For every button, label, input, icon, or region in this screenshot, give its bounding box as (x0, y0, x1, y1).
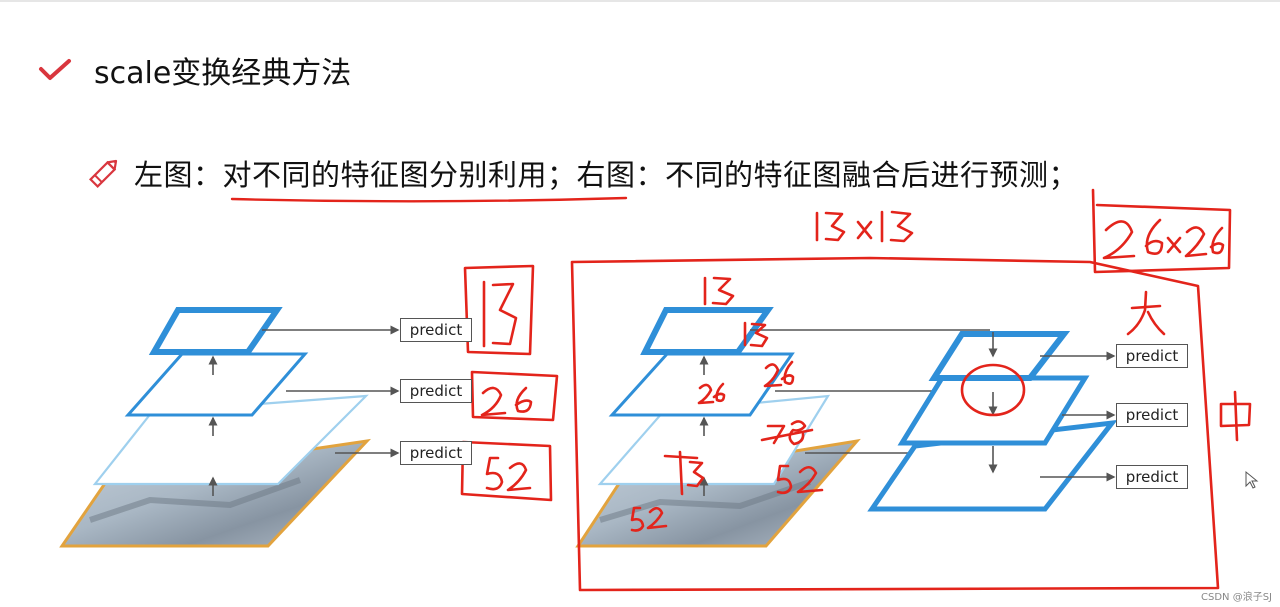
pencil-icon (89, 159, 118, 188)
merged-map-small (928, 331, 1071, 381)
red-underline (230, 196, 628, 203)
feature-map-large-right (597, 394, 831, 486)
left-pyramid (59, 307, 400, 548)
feature-map-mid-right (608, 352, 795, 417)
predict-box: predict (1116, 403, 1188, 427)
predict-box: predict (1116, 465, 1188, 489)
feature-map-small (148, 307, 283, 355)
feature-map-large (92, 394, 369, 486)
handwritten-annotations (460, 188, 1252, 592)
slide-title-row: scale变换经典方法 (38, 48, 351, 92)
watermark: CSDN @浪子SJ (1201, 592, 1272, 603)
feature-map-small-right (640, 307, 774, 355)
predict-box: predict (400, 379, 472, 403)
right-pyramid (575, 307, 1118, 548)
predict-box: predict (400, 318, 472, 342)
feature-map-mid (124, 352, 309, 417)
predict-box: predict (1116, 344, 1188, 368)
cursor-icon (1245, 470, 1259, 489)
bullet-line: 左图：对不同的特征图分别利用；右图：不同的特征图融合后进行预测； (86, 148, 1078, 198)
checkmark-icon (39, 59, 71, 80)
bullet-text: 左图：对不同的特征图分别利用；右图：不同的特征图融合后进行预测； (134, 158, 1079, 192)
predict-box: predict (400, 441, 472, 465)
slide-top-border (0, 0, 1280, 2)
slide-title: scale变换经典方法 (94, 56, 352, 91)
red-frame (570, 256, 1220, 592)
